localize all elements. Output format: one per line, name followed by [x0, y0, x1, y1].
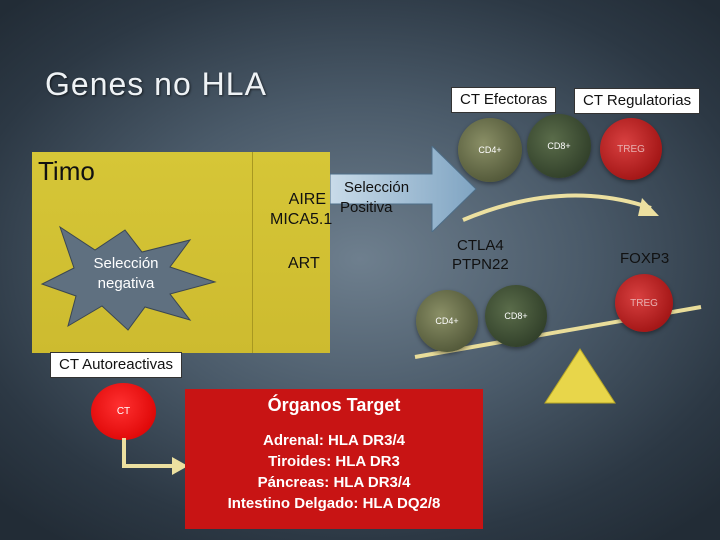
organ-line: Adrenal: HLA DR3/4 [185, 430, 483, 451]
cd8-cell-top: CD8+ [527, 114, 591, 178]
timo-label: Timo [38, 156, 95, 187]
organos-target-box: Órganos Target Adrenal: HLA DR3/4 Tiroid… [185, 389, 483, 529]
seleccion-negativa-line1: Selección [93, 255, 158, 272]
timo-divider [252, 152, 253, 353]
ct-regulatorias-label: CT Regulatorias [574, 88, 700, 114]
organos-heading: Órganos Target [185, 395, 483, 416]
seleccion-negativa-line2: negativa [98, 275, 155, 292]
art-label: ART [288, 255, 320, 273]
foxp3-label: FOXP3 [620, 250, 669, 267]
seleccion-positiva-line2: Positiva [340, 199, 393, 216]
organ-line: Tiroides: HLA DR3 [185, 451, 483, 472]
cd8-cell-bottom-label: CD8+ [504, 311, 527, 321]
ct-autoreactivas-label: CT Autoreactivas [50, 352, 182, 378]
cd8-cell-bottom: CD8+ [485, 285, 547, 347]
ptpn22-label: PTPN22 [452, 255, 509, 274]
cd8-cell-top-label: CD8+ [547, 141, 570, 151]
cd4-cell-top: CD4+ [458, 118, 522, 182]
aire-mica-label: AIRE MICA5.1 [270, 190, 326, 230]
ct-efectoras-label: CT Efectoras [451, 87, 556, 113]
ctla4-ptpn22-label: CTLA4 PTPN22 [452, 236, 509, 274]
cd4-cell-top-label: CD4+ [478, 145, 501, 155]
treg-cell-top-label: TREG [617, 144, 645, 155]
treg-cell-top: TREG [600, 118, 662, 180]
seleccion-positiva-line1: Selección [344, 179, 409, 196]
mica-label: MICA5.1 [270, 210, 326, 230]
balance-fulcrum [545, 349, 615, 403]
treg-cell-bottom: TREG [615, 274, 673, 332]
organ-line: Páncreas: HLA DR3/4 [185, 472, 483, 493]
ctla4-label: CTLA4 [452, 236, 509, 255]
ct-to-organs-arrow [110, 438, 190, 478]
curved-arrow [455, 178, 670, 228]
cd4-cell-bottom: CD4+ [416, 290, 478, 352]
cd4-cell-bottom-label: CD4+ [435, 316, 458, 326]
organ-line: Intestino Delgado: HLA DQ2/8 [185, 493, 483, 514]
seleccion-negativa-starburst: Selección negativa [40, 222, 220, 332]
ct-autoreactive-cell: CT [91, 383, 156, 440]
ct-cell-label: CT [117, 406, 130, 417]
treg-cell-bottom-label: TREG [630, 298, 658, 309]
page-title: Genes no HLA [45, 66, 267, 103]
aire-label: AIRE [270, 190, 326, 210]
